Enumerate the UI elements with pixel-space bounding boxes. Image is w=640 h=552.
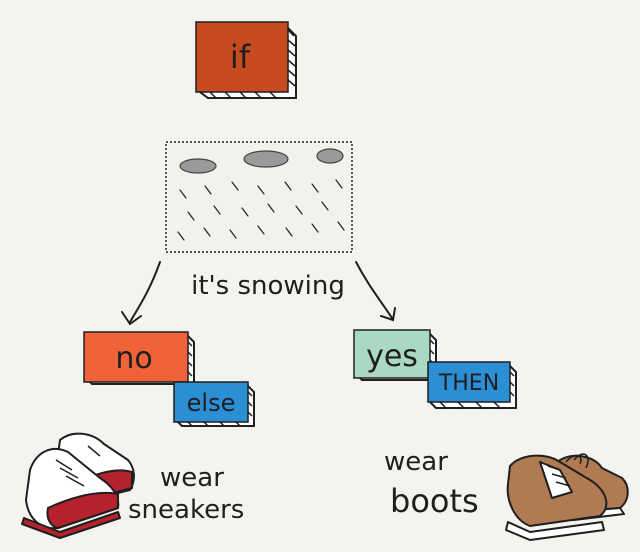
left-outcome-line1: wear xyxy=(160,463,224,493)
sneakers-icon xyxy=(21,432,135,539)
if-label: if xyxy=(230,38,251,76)
no-label: no xyxy=(115,341,152,376)
no-box: no xyxy=(83,331,195,385)
condition-label: it's snowing xyxy=(191,271,345,301)
then-box: THEN xyxy=(427,361,517,409)
arrow-to-no xyxy=(121,261,161,326)
then-label: THEN xyxy=(438,371,499,396)
yes-box: yes xyxy=(353,329,437,381)
arrow-to-yes xyxy=(355,261,396,322)
snow-cloud-icon xyxy=(165,141,353,253)
left-outcome-line2: sneakers xyxy=(128,495,244,525)
yes-label: yes xyxy=(366,339,418,374)
right-outcome-line1: wear xyxy=(384,447,448,477)
if-box: if xyxy=(195,21,297,99)
else-box: else xyxy=(173,381,255,427)
else-label: else xyxy=(187,389,236,417)
right-outcome-line2: boots xyxy=(390,482,479,520)
boots-icon xyxy=(505,453,629,541)
